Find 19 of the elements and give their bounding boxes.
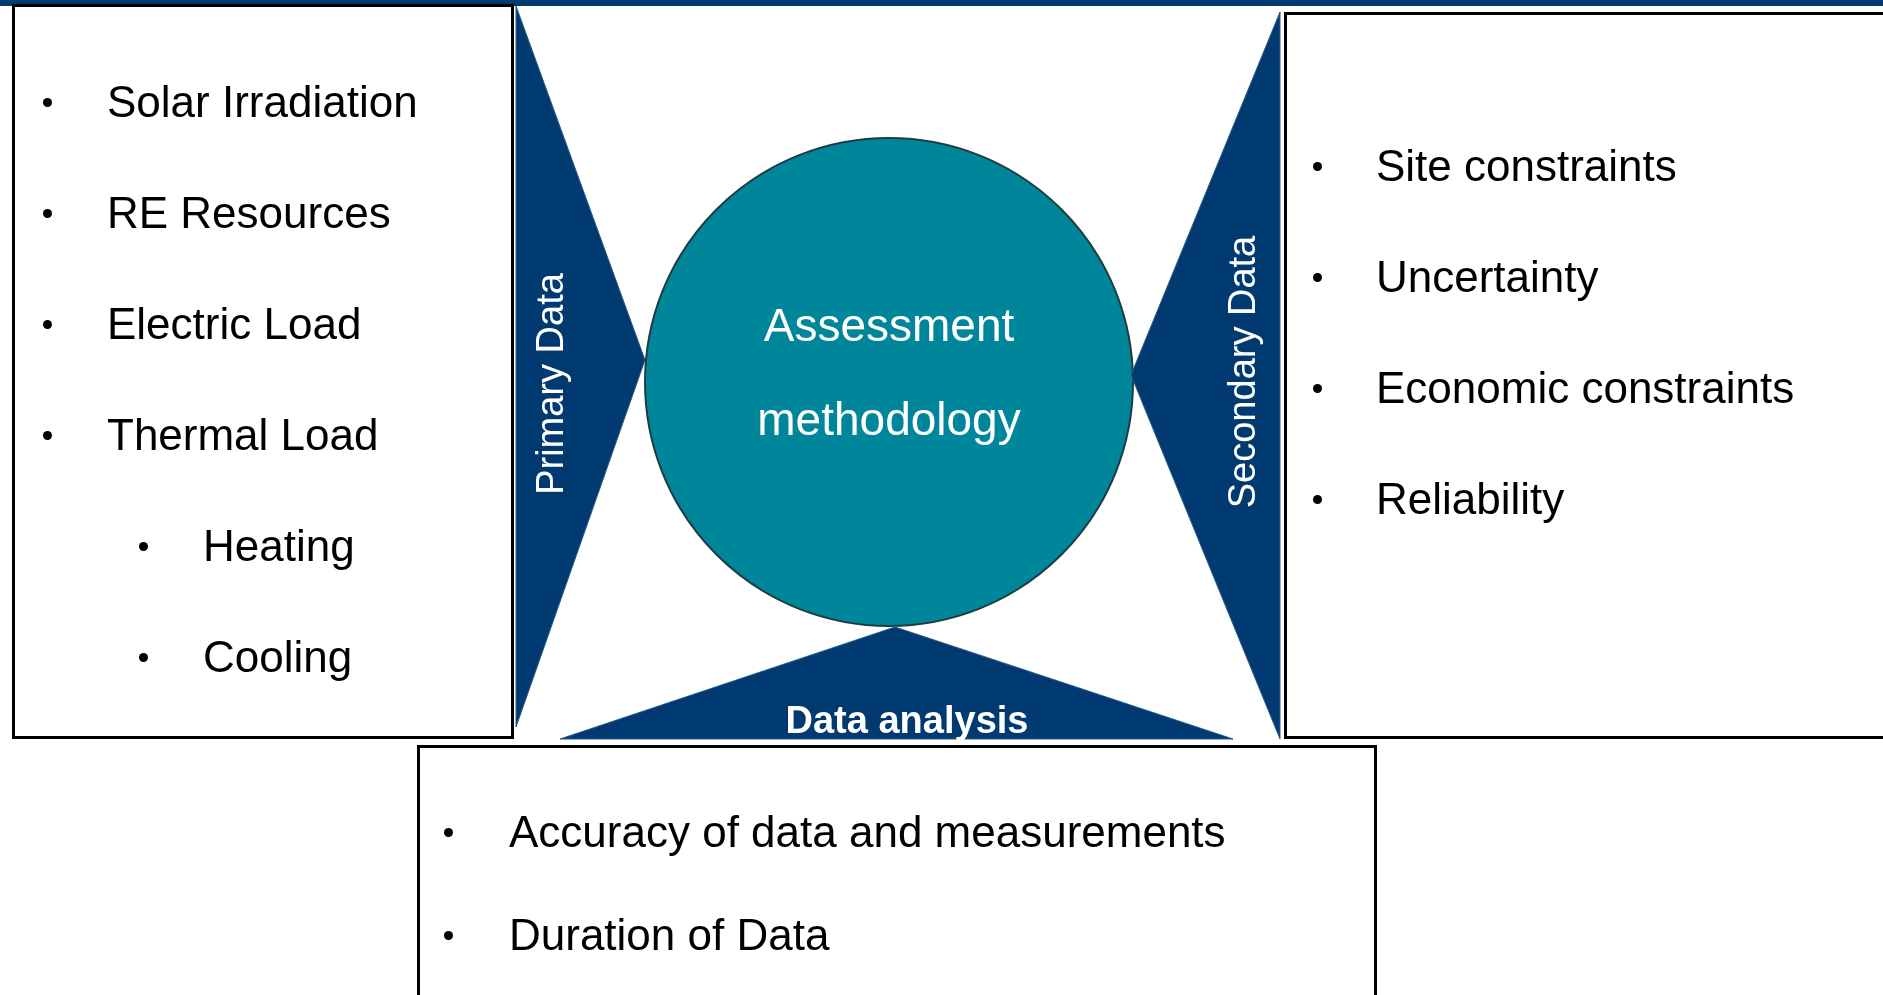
list-item: RE Resources	[107, 187, 391, 239]
list-box	[12, 4, 514, 739]
list-box	[417, 745, 1377, 995]
list-item: Accuracy of data and measurements	[509, 806, 1226, 858]
list-box	[1284, 12, 1883, 739]
list-item: Duration of Data	[509, 909, 830, 961]
list-item: Solar Irradiation	[107, 76, 418, 128]
list-item: Site constraints	[1376, 140, 1677, 192]
list-item: Economic constraints	[1376, 362, 1795, 414]
circle-label: Assessment methodology	[756, 298, 1022, 447]
triangle-label: Primary Data	[531, 273, 569, 495]
list-item: Cooling	[203, 631, 353, 683]
list-item: Heating	[203, 520, 355, 572]
list-item: Electric Load	[107, 298, 362, 350]
list-item: Thermal Load	[107, 409, 379, 461]
triangle-label: Data analysis	[785, 701, 1029, 739]
list-item: Reliability	[1376, 473, 1565, 525]
triangle-label: Secondary Data	[1223, 235, 1261, 509]
list-item: Uncertainty	[1376, 251, 1599, 303]
